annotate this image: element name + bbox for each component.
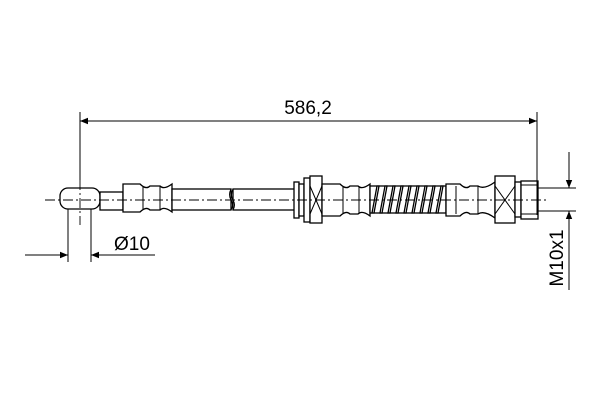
thread-label: M10x1	[547, 229, 568, 286]
bracket-nut	[293, 175, 371, 224]
left-end-fitting	[59, 182, 173, 214]
length-label: 586,2	[284, 98, 332, 119]
spring-coil	[419, 185, 428, 214]
hose-body	[171, 188, 296, 211]
diameter-dimension: Ø10	[25, 209, 155, 262]
spring-coil	[395, 185, 404, 214]
spring-coil	[435, 185, 444, 214]
spring-coil	[379, 185, 388, 214]
spring-coil	[411, 185, 420, 214]
diameter-label: Ø10	[114, 234, 150, 255]
spring-coil	[427, 185, 436, 214]
right-end-fitting	[445, 175, 539, 224]
spring-guard	[369, 185, 447, 214]
thread-dimension: M10x1	[538, 152, 576, 290]
spring-coil	[387, 185, 396, 214]
spring-coil	[403, 185, 412, 214]
spring-coil	[371, 185, 380, 214]
length-dimension: 586,2	[79, 98, 538, 215]
